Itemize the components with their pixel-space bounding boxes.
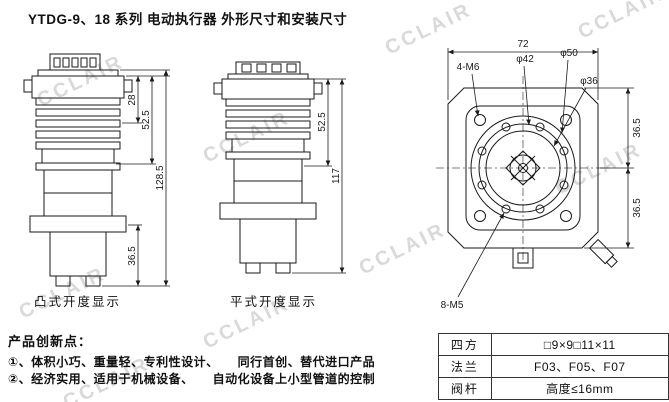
dim-28-label: 28 xyxy=(127,94,138,106)
dim-72-label: 72 xyxy=(517,39,529,50)
spec-row-flange: 法兰 F03、F05、F07 xyxy=(438,355,669,378)
spec-table: 四方 □9×9□11×11 法兰 F03、F05、F07 阀杆 高度≤16mm xyxy=(438,333,669,400)
spec-label: 阀杆 xyxy=(438,377,492,400)
top-mounting-view: 72 4-M6 φ42 φ50 φ36 36.5 36.5 8-M5 xyxy=(436,39,643,311)
actuator-body-outline xyxy=(23,53,133,287)
dimension-lines xyxy=(447,48,634,298)
page-title: YTDG-9、18 系列 电动执行器 外形尺寸和安装尺寸 xyxy=(28,12,348,27)
notes-item-1: ①、体积小巧、重量轻、专利性设计、 同行首创、替代进口产品 xyxy=(8,355,376,369)
dim-128-5-label: 128.5 xyxy=(155,165,166,190)
dimension-lines xyxy=(292,78,346,274)
notes-heading: 产品创新点： xyxy=(8,334,93,349)
label-phi-36: φ36 xyxy=(580,76,598,87)
front-view-flat-display: 52.5 117 xyxy=(213,61,346,274)
spec-row-stem: 阀杆 高度≤16mm xyxy=(438,377,669,400)
product-notes: 产品创新点： ①、体积小巧、重量轻、专利性设计、 同行首创、替代进口产品 ②、经… xyxy=(8,331,436,388)
spec-value: F03、F05、F07 xyxy=(490,355,669,378)
dim-117-label: 117 xyxy=(331,168,342,184)
notes-item-2: ②、经济实用、适用于机械设备、 自动化设备上小型管道的控制 xyxy=(8,372,376,386)
spec-value: 高度≤16mm xyxy=(490,377,669,400)
label-8-m5: 8-M5 xyxy=(441,300,464,311)
middle-view-caption: 平式开度显示 xyxy=(230,295,318,309)
dimension-labels: 28 36.5 52.5 128.5 xyxy=(127,94,166,266)
dimension-labels: 72 4-M6 φ42 φ50 φ36 36.5 36.5 8-M5 xyxy=(441,39,643,311)
front-view-protruding-display: 28 36.5 52.5 128.5 xyxy=(23,53,170,287)
dim-36-5-label: 36.5 xyxy=(127,246,138,266)
dim-36-5-bottom-label: 36.5 xyxy=(632,198,643,218)
dimension-labels: 52.5 117 xyxy=(317,112,342,184)
spec-label: 法兰 xyxy=(438,355,492,378)
label-4-m6: 4-M6 xyxy=(457,62,480,73)
flange-outline xyxy=(447,87,618,269)
dim-52-5-label: 52.5 xyxy=(141,110,152,130)
actuator-body-outline xyxy=(213,61,323,274)
left-view-caption: 凸式开度显示 xyxy=(34,295,122,309)
dim-36-5-top-label: 36.5 xyxy=(632,118,643,138)
dim-52-5-label: 52.5 xyxy=(317,112,328,132)
spec-label: 四方 xyxy=(438,333,492,356)
label-phi-50: φ50 xyxy=(560,48,578,59)
spec-row-square: 四方 □9×9□11×11 xyxy=(438,333,669,356)
dimension-lines xyxy=(102,69,170,287)
spec-value: □9×9□11×11 xyxy=(490,333,669,356)
label-phi-42: φ42 xyxy=(516,54,534,65)
